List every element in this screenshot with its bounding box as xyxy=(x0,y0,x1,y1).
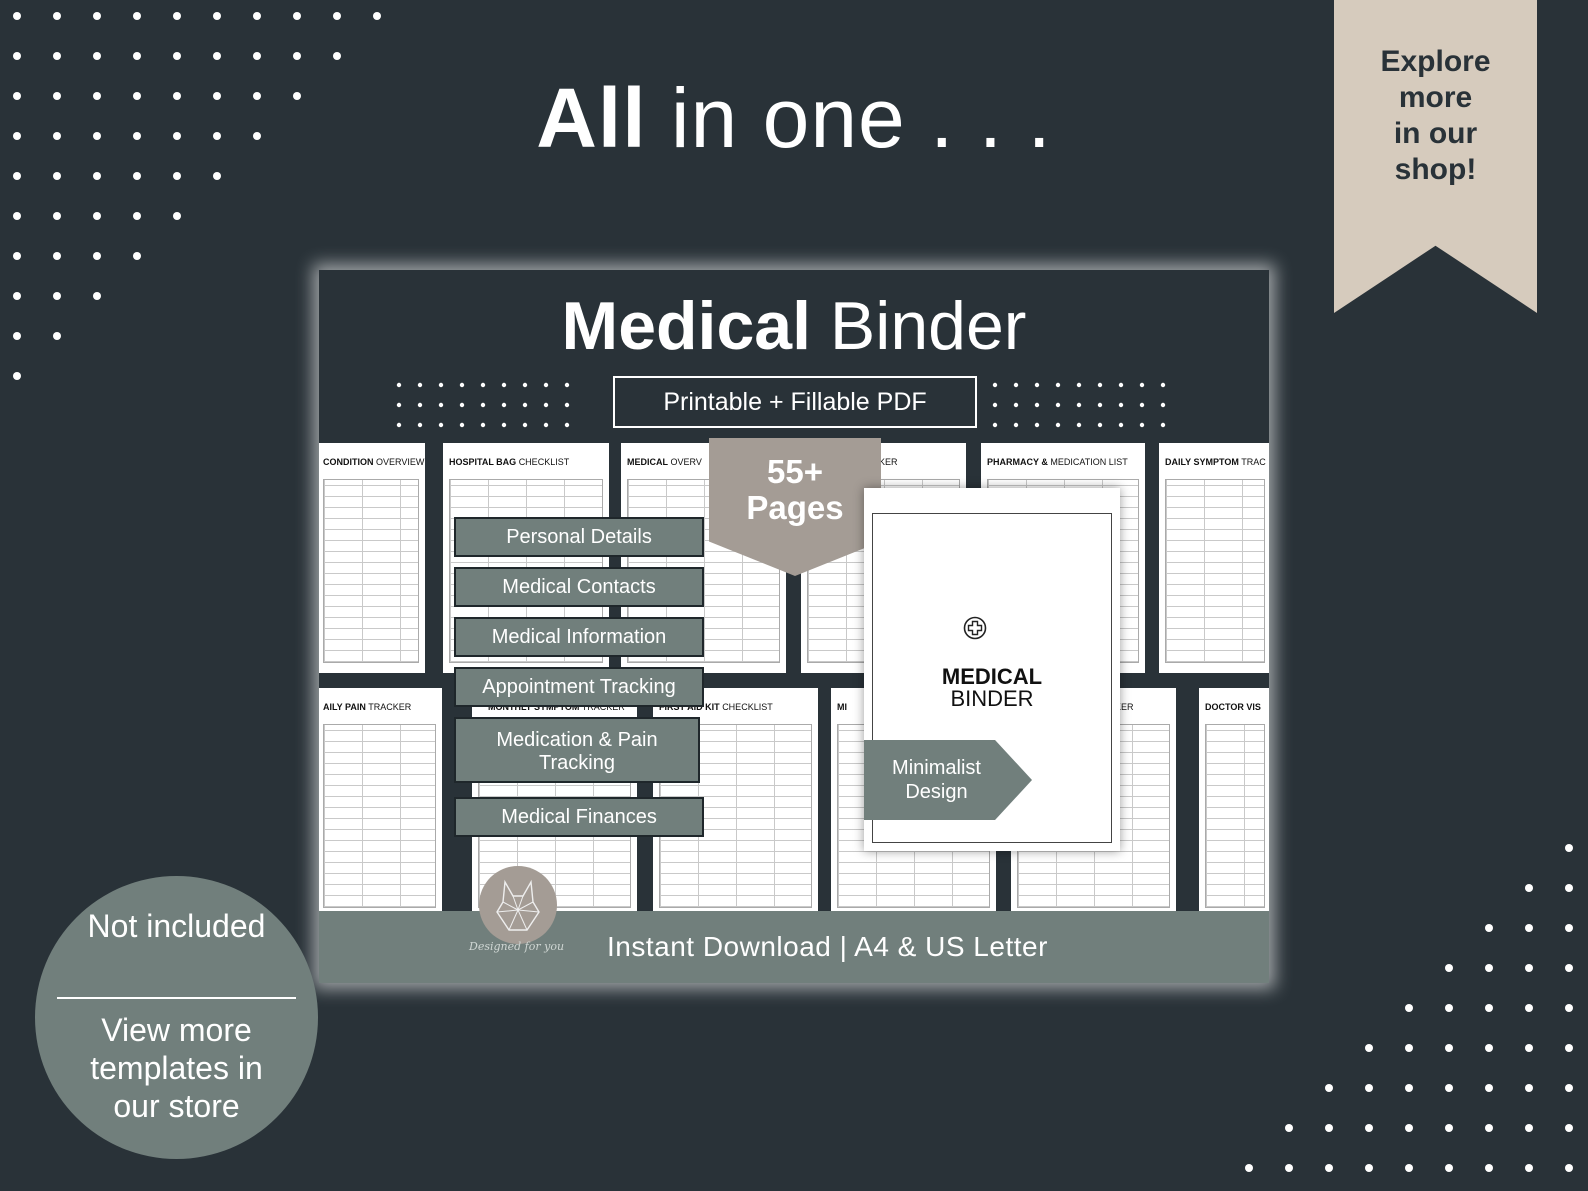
page-grid xyxy=(323,724,436,908)
page-thumbnail-title: KER xyxy=(1115,702,1134,712)
pages-count-badge: 55+ Pages xyxy=(709,438,881,576)
page-thumbnail-title: FIRST AID KIT CHECKLIST xyxy=(659,702,773,712)
feature-label-personal-details: Personal Details xyxy=(454,517,704,557)
card-title-bold: Medical xyxy=(561,288,811,364)
card-title: Medical Binder xyxy=(319,286,1269,366)
headline-bold: All xyxy=(536,71,647,165)
wolf-logo-icon xyxy=(496,879,540,931)
feature-label-medical-information: Medical Information xyxy=(454,617,704,657)
circle-divider xyxy=(57,997,296,999)
not-included-circle[interactable]: Not included View more templates in our … xyxy=(35,876,318,1159)
page-thumbnail-title: CONDITION OVERVIEW xyxy=(323,457,425,467)
ribbon-line: in our xyxy=(1393,117,1478,150)
feature-label-medication-pain: Medication & Pain Tracking xyxy=(454,717,700,783)
page-thumbnail-title: AILY PAIN TRACKER xyxy=(323,702,412,712)
tag-line: Minimalist xyxy=(892,757,981,779)
shop-ribbon[interactable]: Explore more in our shop! xyxy=(1334,0,1537,313)
page-thumbnail-title: MONTHLY SYMPTOM TRACKER xyxy=(488,702,625,712)
headline-regular: in one . . . xyxy=(670,71,1052,165)
card-title-regular: Binder xyxy=(829,288,1027,364)
page-thumbnail-title: HOSPITAL BAG CHECKLIST xyxy=(449,457,570,467)
badge-line: 55+ xyxy=(767,453,823,490)
pages-count-text: 55+ Pages xyxy=(709,454,881,526)
page-thumbnail: AILY PAIN TRACKER xyxy=(319,688,442,918)
cover-title-line: MEDICAL xyxy=(941,664,1043,689)
not-included-text: Not included xyxy=(87,908,266,944)
page-thumbnail: DAILY SYMPTOM TRAC xyxy=(1159,443,1269,673)
tag-line: Design xyxy=(905,781,968,803)
page-grid xyxy=(1205,724,1265,908)
page-thumbnail-title: PHARMACY & MEDICATION LIST xyxy=(987,457,1128,467)
page-thumbnail: CONDITION OVERVIEW xyxy=(319,443,425,673)
ribbon-line: Explore xyxy=(1380,45,1491,78)
feature-label-medical-finances: Medical Finances xyxy=(454,797,704,837)
minimalist-design-text: Minimalist Design xyxy=(864,756,1009,804)
feature-label-appointment-tracking: Appointment Tracking xyxy=(454,667,704,707)
feature-label-medical-contacts: Medical Contacts xyxy=(454,567,704,607)
medical-cross-icon xyxy=(963,616,987,640)
page-thumbnail-title: DAILY SYMPTOM TRAC xyxy=(1165,457,1266,467)
download-banner-text: Instant Download | A4 & US Letter xyxy=(607,931,1048,962)
page-thumbnail-title: MEDICAL OVERV xyxy=(627,457,702,467)
download-banner: Instant Download | A4 & US Letter xyxy=(319,911,1269,983)
page-thumbnail-title: KER xyxy=(879,457,898,467)
ribbon-line: shop! xyxy=(1394,153,1477,186)
minimalist-design-tag: Minimalist Design xyxy=(864,740,1032,820)
dot-pattern-card xyxy=(396,382,1166,428)
brand-logo xyxy=(479,866,557,944)
badge-line: Pages xyxy=(746,489,844,526)
view-more-text: View more templates in our store xyxy=(90,1012,263,1124)
headline: All in one . . . xyxy=(0,68,1588,168)
page-thumbnail: DOCTOR VIS xyxy=(1199,688,1269,918)
brand-logo-caption: Designed for you xyxy=(469,940,565,953)
ribbon-text: Explore more in our shop! xyxy=(1334,44,1537,188)
cover-title-line: BINDER xyxy=(950,686,1034,711)
ribbon-line: more xyxy=(1398,81,1473,114)
cover-frame: MEDICAL BINDER xyxy=(872,513,1112,843)
page-grid xyxy=(1165,479,1265,663)
page-thumbnail-title: DOCTOR VIS xyxy=(1205,702,1261,712)
product-card: Medical Binder Printable + Fillable PDF … xyxy=(319,270,1269,983)
page-grid xyxy=(323,479,419,663)
cover-title: MEDICAL BINDER xyxy=(873,666,1111,710)
format-box: Printable + Fillable PDF xyxy=(613,376,977,428)
page-thumbnail-title: MI xyxy=(837,702,847,712)
